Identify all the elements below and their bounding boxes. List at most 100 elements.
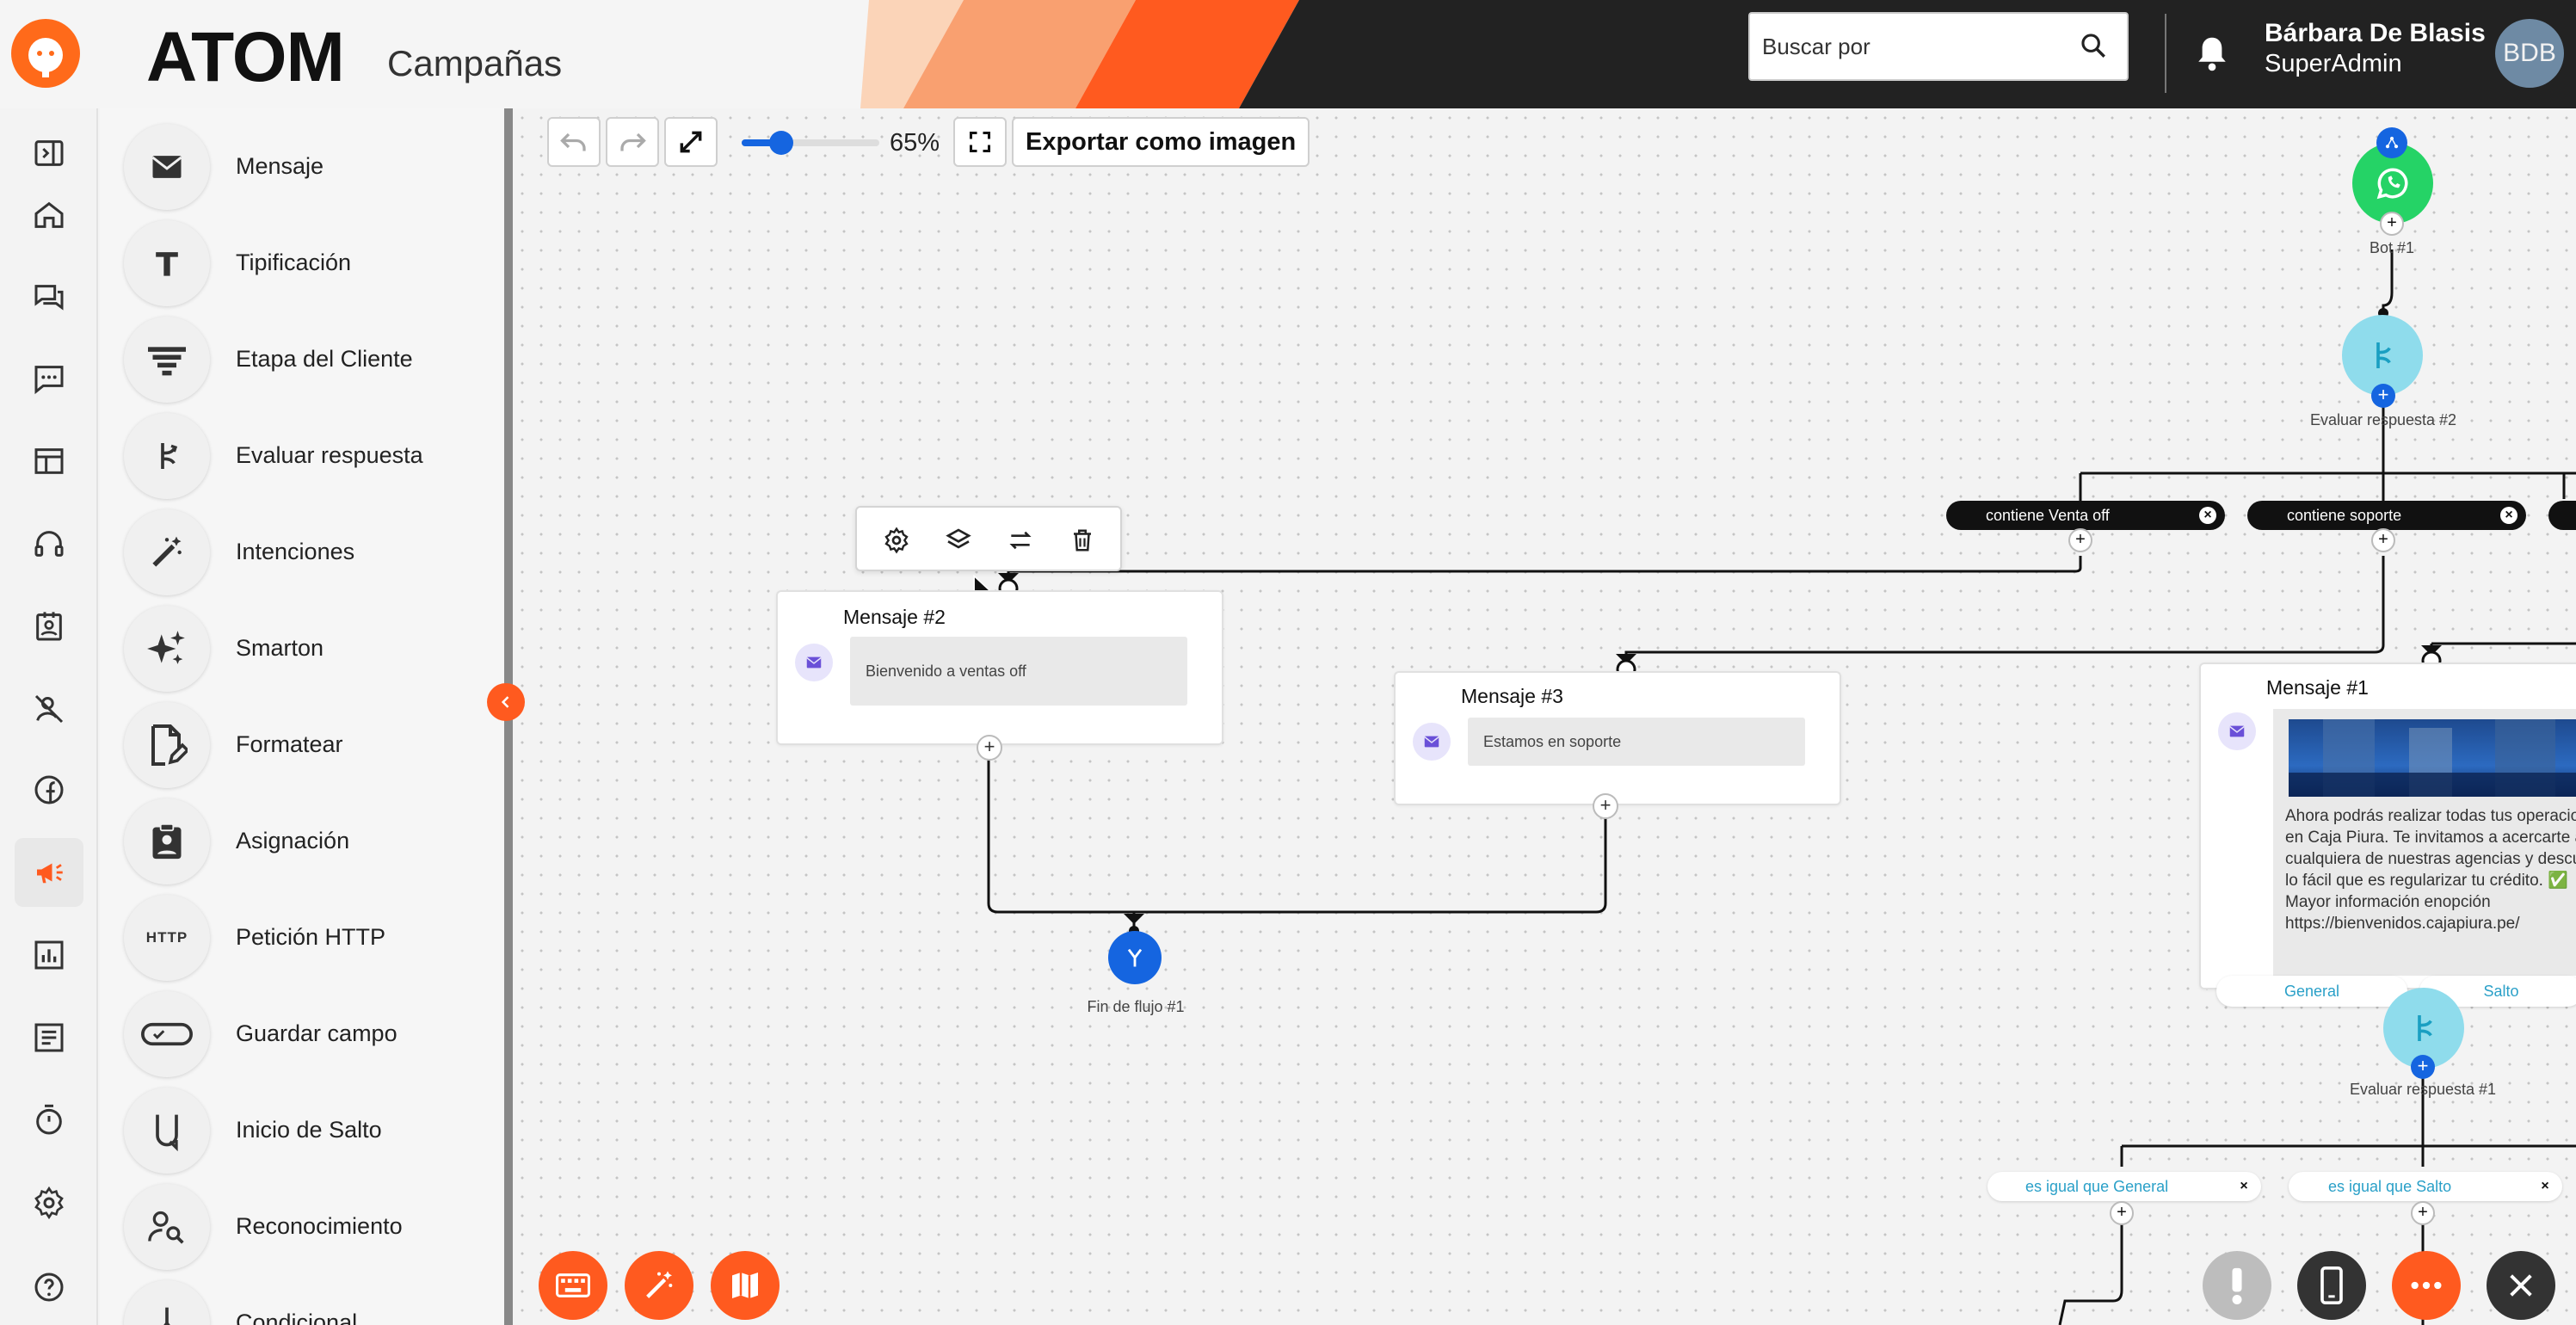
map-icon (732, 1273, 758, 1298)
palette-label: Petición HTTP (236, 924, 386, 950)
facebook-icon[interactable] (15, 755, 83, 824)
toggle-field-icon (124, 991, 210, 1077)
node-swap-icon[interactable] (1005, 525, 1036, 556)
palette-item-smarton[interactable]: Smarton (124, 606, 485, 692)
node-mensaje-3[interactable]: Mensaje #3 Estamos en soporte (1394, 671, 1841, 805)
headset-icon[interactable] (15, 509, 83, 578)
table-icon[interactable] (15, 427, 83, 496)
main-navigation (0, 108, 98, 1325)
chat-icon[interactable] (15, 263, 83, 332)
envelope-icon (795, 644, 833, 681)
redo-button[interactable] (606, 117, 659, 167)
zoom-slider[interactable] (742, 131, 879, 155)
mobile-preview-button[interactable] (2297, 1251, 2366, 1320)
add-node-button[interactable]: + (977, 735, 1002, 761)
add-node-button[interactable]: + (2411, 1201, 2435, 1225)
add-node-button[interactable]: + (2110, 1201, 2134, 1225)
tab-general[interactable]: General (2216, 976, 2407, 1007)
node-delete-icon[interactable] (1067, 525, 1098, 556)
bar-chart-icon[interactable] (15, 921, 83, 989)
palette-item-tipificacion[interactable]: Tipificación (124, 220, 485, 306)
home-icon[interactable] (15, 181, 83, 250)
close-button[interactable] (2487, 1251, 2555, 1320)
user-off-icon[interactable] (15, 675, 83, 743)
palette-item-evaluar[interactable]: Evaluar respuesta (124, 413, 485, 499)
megaphone-icon[interactable] (15, 838, 83, 907)
palette-label: Reconocimiento (236, 1213, 403, 1239)
condition-soporte[interactable]: contiene soporte × (2247, 501, 2526, 530)
remove-condition-icon[interactable]: × (2500, 507, 2517, 524)
message-dots-icon[interactable] (15, 344, 83, 413)
share-icon[interactable] (2376, 127, 2407, 158)
palette-label: Mensaje (236, 153, 324, 179)
bell-icon[interactable] (2194, 34, 2230, 74)
logo-icon (28, 38, 63, 77)
palette-item-guardar[interactable]: Guardar campo (124, 991, 485, 1077)
add-node-button[interactable]: + (2068, 528, 2092, 552)
add-node-button[interactable]: + (2371, 528, 2395, 552)
help-icon[interactable] (15, 1253, 83, 1322)
remove-condition-icon[interactable]: × (2199, 507, 2216, 524)
contact-card-icon[interactable] (15, 592, 83, 661)
palette-label: Evaluar respuesta (236, 442, 423, 468)
undo-button[interactable] (547, 117, 601, 167)
add-node-button[interactable]: + (1593, 793, 1618, 819)
magic-wand-button[interactable] (625, 1251, 693, 1320)
sparkles-icon (124, 606, 210, 692)
add-branch-button[interactable]: + (2371, 384, 2395, 408)
expand-button[interactable] (664, 117, 718, 167)
palette-item-asignacion[interactable]: Asignación (124, 798, 485, 884)
node-settings-icon[interactable] (881, 525, 912, 556)
node-title: Mensaje #2 (843, 606, 946, 628)
remove-condition-icon[interactable]: × (2240, 1179, 2248, 1193)
palette-item-formatear[interactable]: Formatear (124, 702, 485, 788)
palette-item-inicio-salto[interactable]: Inicio de Salto (124, 1088, 485, 1174)
remove-condition-icon[interactable]: × (2541, 1179, 2549, 1193)
palette-item-condicional[interactable]: Condicional (124, 1280, 485, 1325)
palette-item-reconocimiento[interactable]: Reconocimiento (124, 1184, 485, 1270)
node-mensaje-1[interactable]: Mensaje #1 (2199, 662, 2576, 989)
palette-item-http[interactable]: HTTP Petición HTTP (124, 895, 485, 981)
branch-icon (2376, 342, 2391, 368)
node-fin-flujo[interactable] (1108, 931, 1162, 984)
keyboard-button[interactable] (539, 1251, 607, 1320)
node-layers-icon[interactable] (943, 525, 974, 556)
app-logo[interactable] (11, 19, 80, 88)
export-image-button[interactable]: Exportar como imagen (1012, 117, 1310, 167)
gear-icon[interactable] (15, 1168, 83, 1237)
map-button[interactable] (711, 1251, 780, 1320)
envelope-icon (2218, 712, 2256, 750)
more-options-button[interactable] (2392, 1251, 2461, 1320)
condition-salto[interactable]: es igual que Salto × (2289, 1172, 2562, 1201)
timer-icon[interactable] (15, 1086, 83, 1155)
palette-item-intenciones[interactable]: Intenciones (124, 509, 485, 595)
user-name: Bárbara De Blasis (2265, 19, 2486, 47)
collapse-palette-button[interactable] (487, 683, 525, 721)
search-icon[interactable] (2079, 31, 2108, 60)
avatar[interactable]: BDB (2495, 19, 2564, 88)
condition-more[interactable] (2548, 501, 2576, 530)
envelope-icon (124, 124, 210, 210)
exclamation-icon (2232, 1267, 2242, 1304)
palette-item-mensaje[interactable]: Mensaje (124, 124, 485, 210)
user-role: SuperAdmin (2265, 50, 2402, 77)
message-line: https://bienvenidos.cajapiura.pe/ (2285, 915, 2520, 933)
condition-general[interactable]: es igual que General × (1987, 1172, 2261, 1201)
branch-icon (2418, 1015, 2432, 1041)
form-list-icon[interactable] (15, 1003, 83, 1072)
search-input[interactable] (1762, 29, 2063, 64)
palette-item-etapa[interactable]: Etapa del Cliente (124, 317, 485, 403)
condition-venta[interactable]: contiene Venta off × (1946, 501, 2225, 530)
alert-button[interactable] (2203, 1251, 2271, 1320)
zoom-slider-thumb[interactable] (769, 131, 794, 155)
search-box[interactable] (1748, 12, 2129, 81)
add-node-button[interactable]: + (2380, 212, 2404, 236)
fullscreen-button[interactable] (953, 117, 1007, 167)
zoom-slider-fill (742, 139, 782, 146)
node-evaluar-2[interactable] (2342, 315, 2423, 396)
add-branch-button[interactable]: + (2411, 1055, 2435, 1079)
node-palette: Mensaje Tipificación Etapa del Cliente E… (100, 108, 506, 1325)
palette-label: Asignación (236, 828, 350, 854)
node-mensaje-2[interactable]: Mensaje #2 Bienvenido a ventas off (776, 590, 1223, 745)
sidebar-toggle-icon[interactable] (15, 119, 83, 188)
